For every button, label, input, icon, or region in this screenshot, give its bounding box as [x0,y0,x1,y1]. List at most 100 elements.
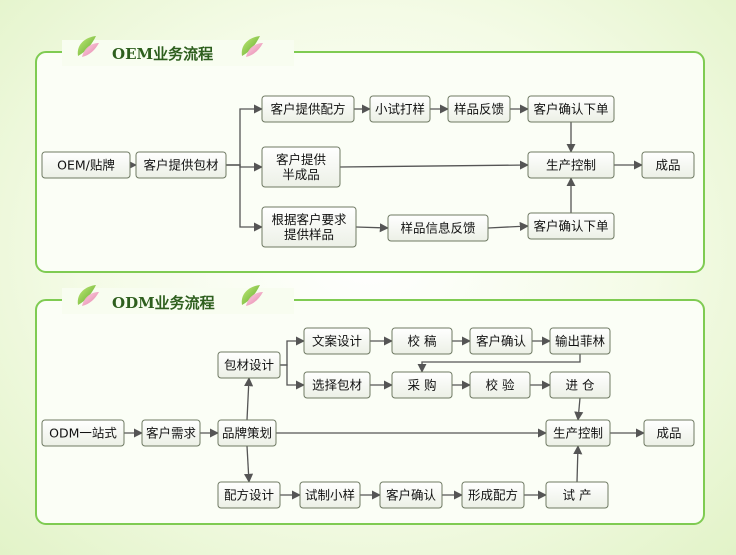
step-label: ODM一站式 [49,426,117,441]
step-box [469,371,531,399]
step-box [447,95,511,123]
process-step-odm-prod: 生产控制 [545,419,611,447]
step-box [643,419,695,447]
step-label: 文案设计 [312,334,362,349]
process-step-odm-form: 形成配方 [461,481,525,509]
step-box [461,481,525,509]
step-box [545,481,609,509]
step-box [387,214,489,242]
process-step-odm-confirm2: 客户确认 [379,481,443,509]
step-label: 形成配方 [468,488,518,503]
step-box [41,151,131,179]
step-label: OEM/贴牌 [57,158,115,173]
step-label: 样品信息反馈 [400,221,475,236]
process-step-odm-done: 成品 [643,419,695,447]
process-step-odm-formula: 配方设计 [217,481,281,509]
step-label: 小试打样 [375,102,425,117]
step-box [391,371,453,399]
step-box [527,95,615,123]
process-step-odm-film: 输出菲林 [549,327,611,355]
step-label: 半成品 [282,167,320,182]
odm-heading: ODM业务流程 [77,285,263,312]
process-step-odm-copy: 文案设计 [303,327,371,355]
step-box [41,419,125,447]
section-title: ODM业务流程 [112,294,215,312]
flow-arrow [226,164,263,232]
process-step-odm-check: 校 验 [469,371,531,399]
step-box [141,419,201,447]
process-step-oem-confirm1: 客户确认下单 [527,95,615,123]
step-label: 生产控制 [553,426,603,441]
step-box [469,327,533,355]
step-box [261,95,355,123]
process-step-oem-pack: 客户提供包材 [135,151,227,179]
odm-panel [35,299,705,525]
flow-arrow [417,354,581,373]
section-title: OEM业务流程 [112,45,213,63]
step-box [299,481,361,509]
process-step-oem-info: 样品信息反馈 [387,214,489,242]
step-box [261,146,341,188]
step-label: 客户确认 [386,488,437,503]
connector-layer [124,104,645,500]
step-box [303,371,371,399]
step-label: 配方设计 [224,488,274,503]
step-label: 输出菲林 [555,334,606,349]
step-box [391,327,453,355]
step-label: 客户需求 [146,426,197,441]
step-box [261,206,357,248]
step-box [549,327,611,355]
process-step-odm-brand: 品牌策划 [217,419,277,447]
step-label: 根据客户要求 [271,212,347,227]
process-step-odm-pack: 包材设计 [217,351,281,379]
step-label: 提供样品 [284,227,334,242]
flow-arrow [574,397,584,421]
step-label: 客户提供包材 [143,158,218,173]
step-label: 采 购 [408,378,437,393]
step-box [369,95,431,123]
step-label: 客户确认下单 [533,102,608,117]
flow-arrow [280,364,305,390]
step-box [545,419,611,447]
flow-arrow [573,445,583,483]
process-step-odm-trialprod: 试 产 [545,481,609,509]
process-step-odm-confirm1: 客户确认 [469,327,533,355]
process-step-odm-sample: 试制小样 [299,481,361,509]
flow-arrow [244,445,254,483]
step-label: 成品 [656,426,681,441]
step-label: 生产控制 [546,158,596,173]
step-label: 样品反馈 [454,102,504,117]
step-label: 试制小样 [305,488,355,503]
step-label: 客户确认 [476,334,527,349]
step-label: 客户提供 [276,152,326,167]
process-step-oem-prod: 生产控制 [527,151,615,179]
oem-heading: OEM业务流程 [77,36,263,63]
step-box [135,151,227,179]
process-step-oem-feedback: 样品反馈 [447,95,511,123]
step-label: 成品 [655,158,680,173]
flow-arrow [339,160,529,170]
step-label: 客户确认下单 [533,219,608,234]
flow-arrow [355,223,389,233]
process-step-odm-buy: 采 购 [391,371,453,399]
step-box [303,327,371,355]
step-box [641,151,695,179]
process-step-oem-formula: 客户提供配方 [261,95,355,123]
process-step-oem-confirm2: 客户确认下单 [527,212,615,240]
step-box [217,419,277,447]
flow-arrow [487,221,529,231]
step-box [217,481,281,509]
step-label: 选择包材 [312,378,362,393]
nodes-layer: OEM/贴牌客户提供包材客户提供配方小试打样样品反馈客户确认下单客户提供半成品生… [41,95,695,509]
step-box [527,151,615,179]
process-step-oem-brand: OEM/贴牌 [41,151,131,179]
flow-arrow [244,377,254,421]
process-step-odm-store: 进 仓 [549,371,611,399]
step-label: 客户提供配方 [270,102,345,117]
step-label: 校 稿 [408,334,437,349]
process-step-odm-onestop: ODM一站式 [41,419,125,447]
process-step-odm-draft: 校 稿 [391,327,453,355]
